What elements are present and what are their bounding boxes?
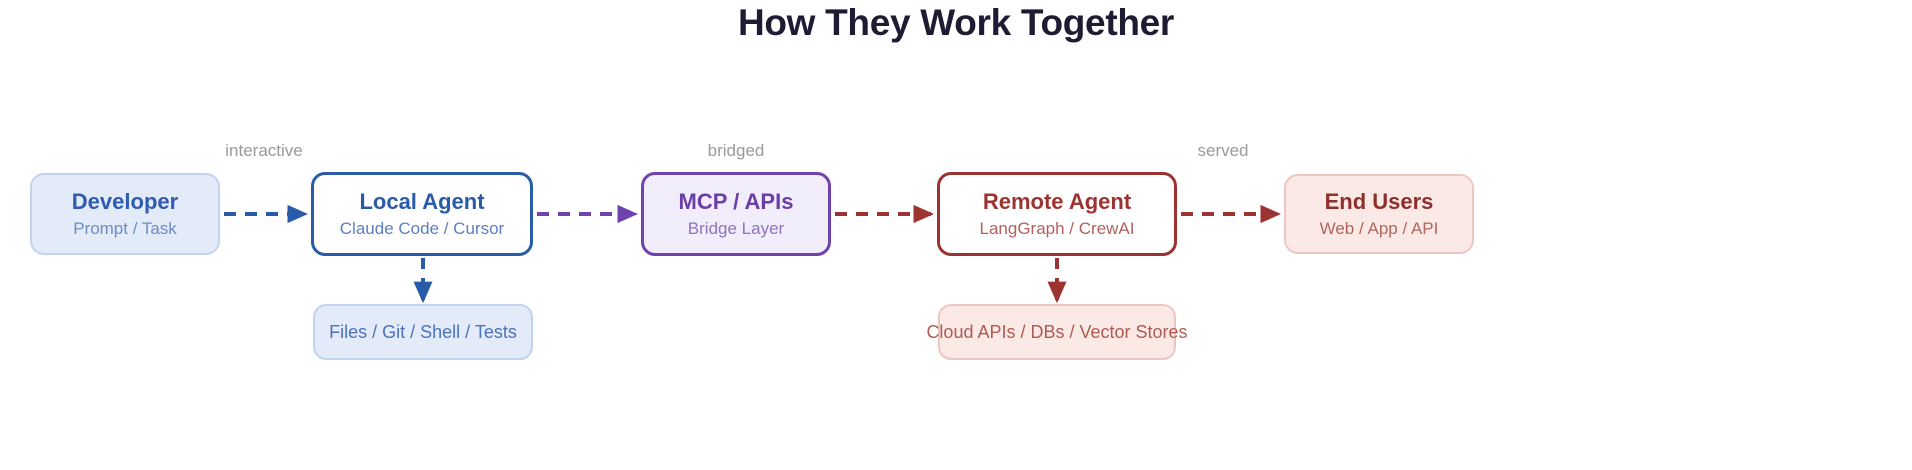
node-remote-agent[interactable]: Remote Agent LangGraph / CrewAI: [937, 172, 1177, 256]
node-local-agent-title: Local Agent: [359, 188, 485, 214]
node-mcp-apis-subtitle: Bridge Layer: [687, 218, 785, 238]
page-title: How They Work Together: [737, 2, 1175, 43]
node-remote-agent-subtitle: LangGraph / CrewAI: [979, 218, 1135, 238]
node-local-resources-label: Files / Git / Shell / Tests: [329, 322, 517, 342]
edge-label-bridged: bridged: [707, 141, 765, 160]
node-remote-resources-label: Cloud APIs / DBs / Vector Stores: [926, 322, 1188, 342]
node-developer-subtitle: Prompt / Task: [73, 218, 177, 238]
node-end-users-subtitle: Web / App / API: [1319, 218, 1439, 238]
edge-label-interactive: interactive: [225, 141, 303, 160]
node-mcp-apis[interactable]: MCP / APIs Bridge Layer: [641, 172, 831, 256]
node-local-agent[interactable]: Local Agent Claude Code / Cursor: [311, 172, 533, 256]
node-mcp-apis-title: MCP / APIs: [678, 188, 794, 214]
node-local-agent-subtitle: Claude Code / Cursor: [339, 218, 505, 238]
node-remote-agent-title: Remote Agent: [982, 188, 1132, 214]
node-end-users-title: End Users: [1324, 188, 1434, 214]
node-end-users[interactable]: End Users Web / App / API: [1284, 174, 1474, 254]
node-developer-title: Developer: [71, 188, 179, 214]
node-developer[interactable]: Developer Prompt / Task: [30, 173, 220, 255]
edge-label-served: served: [1197, 141, 1249, 160]
node-local-resources[interactable]: Files / Git / Shell / Tests: [313, 304, 533, 360]
node-remote-resources[interactable]: Cloud APIs / DBs / Vector Stores: [926, 304, 1188, 360]
